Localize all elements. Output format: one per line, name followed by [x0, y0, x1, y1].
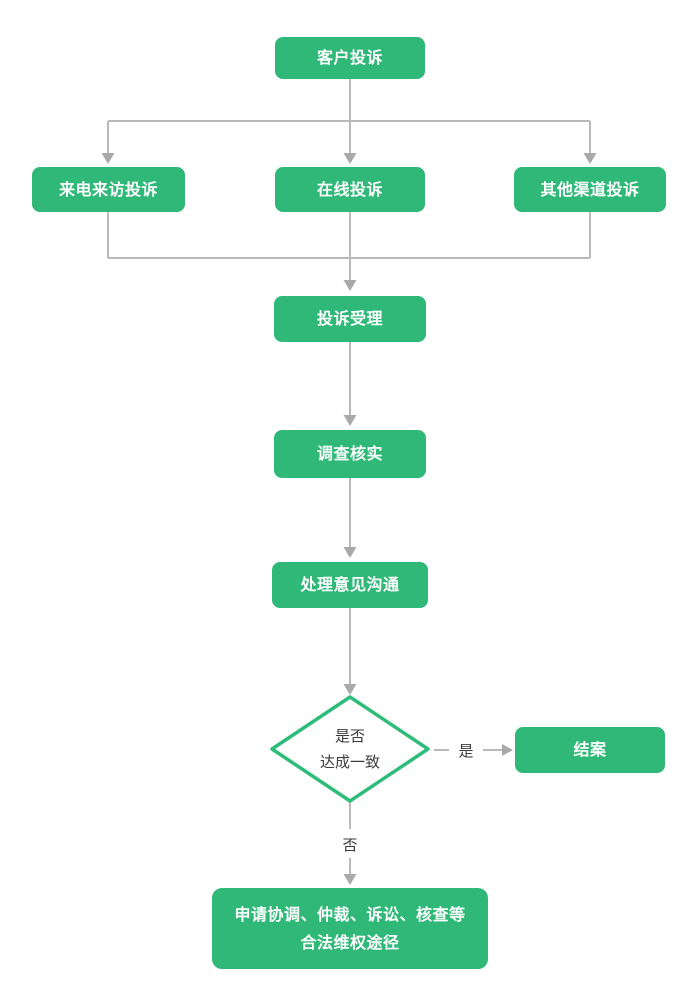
node-label: 客户投诉: [316, 48, 383, 67]
node-label: 来电来访投诉: [58, 179, 158, 199]
decision-line-1: 是否: [334, 727, 365, 745]
node-label-line-1: 申请协调、仲裁、诉讼、核查等: [234, 904, 466, 924]
node-case-closed: 结案: [515, 727, 665, 773]
arrow-down-icon: [343, 153, 357, 164]
node-investigation: 调查核实: [274, 430, 426, 478]
node-label: 投诉受理: [316, 309, 383, 328]
node-label: 在线投诉: [316, 179, 383, 199]
decision-line-2: 达成一致: [319, 753, 380, 771]
arrow-down-icon: [101, 153, 115, 164]
edge-label-no: 否: [334, 833, 366, 855]
edge-label-text: 是: [458, 741, 474, 760]
node-decision-agreement: 是否 达成一致: [290, 721, 410, 777]
arrowheads: [101, 153, 597, 885]
decision-diamond-shape: [270, 695, 430, 803]
connector-lines: [107, 79, 591, 874]
node-customer-complaint: 客户投诉: [275, 37, 425, 79]
node-opinion-communication: 处理意见沟通: [272, 562, 428, 608]
arrow-down-icon: [343, 684, 357, 695]
node-label: 调查核实: [316, 444, 383, 463]
arrow-down-icon: [343, 280, 357, 291]
node-other-channel-complaint: 其他渠道投诉: [514, 167, 666, 212]
node-label: 其他渠道投诉: [540, 179, 640, 199]
node-label: 处理意见沟通: [300, 575, 400, 594]
node-complaint-acceptance: 投诉受理: [274, 296, 426, 342]
arrow-right-icon: [502, 744, 513, 756]
node-label: 结案: [573, 740, 607, 759]
arrow-down-icon: [343, 874, 357, 885]
arrow-down-icon: [343, 415, 357, 426]
edge-label-text: 否: [342, 835, 358, 854]
node-label-line-2: 合法维权途径: [300, 932, 400, 952]
node-legal-rights-channels: 申请协调、仲裁、诉讼、核查等 合法维权途径: [212, 888, 488, 969]
arrow-down-icon: [583, 153, 597, 164]
arrow-down-icon: [343, 547, 357, 558]
node-online-complaint: 在线投诉: [275, 167, 425, 212]
node-phone-visit-complaint: 来电来访投诉: [32, 167, 185, 212]
edge-label-yes: 是: [450, 739, 482, 761]
